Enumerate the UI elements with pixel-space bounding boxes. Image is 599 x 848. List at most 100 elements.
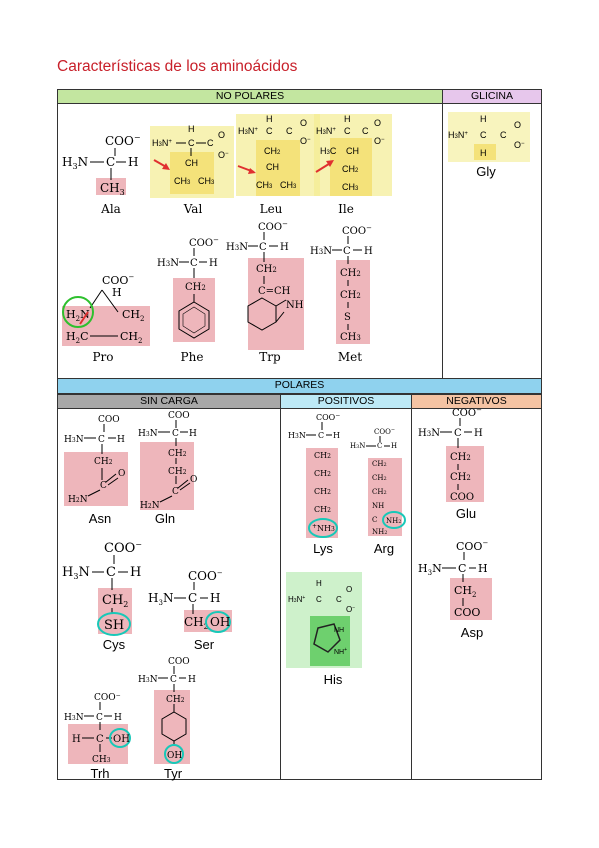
label-glu: Glu	[455, 506, 477, 521]
svg-text:H: H	[112, 286, 122, 299]
svg-text:CH2: CH2	[168, 467, 187, 477]
svg-text:COO−: COO−	[189, 236, 219, 249]
svg-text:H: H	[364, 246, 373, 257]
svg-text:C: C	[343, 246, 351, 257]
svg-text:H: H	[478, 562, 488, 575]
svg-text:CH2: CH2	[264, 146, 281, 156]
svg-text:H3N: H3N	[62, 565, 90, 581]
svg-text:H3N: H3N	[418, 562, 442, 577]
label-lys: Lys	[313, 541, 333, 556]
label-ser: Ser	[193, 637, 215, 652]
svg-text:OH: OH	[210, 615, 230, 629]
structure-met: COO− H3N C H CH2 CH2 S CH3	[310, 224, 373, 344]
svg-text:OH: OH	[167, 751, 182, 761]
label-leu: Leu	[259, 202, 283, 216]
svg-text:OH: OH	[113, 734, 130, 745]
label-phe: Phe	[180, 350, 204, 364]
svg-text:CH2: CH2	[94, 457, 113, 467]
svg-text:H3N+: H3N+	[238, 126, 258, 136]
svg-text:H: H	[344, 114, 351, 124]
svg-text:H3N+: H3N+	[288, 595, 305, 604]
divider-positivos	[280, 409, 281, 780]
svg-text:O: O	[374, 118, 381, 128]
label-ala: Ala	[101, 202, 121, 216]
svg-text:COO−: COO−	[104, 540, 142, 556]
svg-text:O: O	[300, 118, 307, 128]
label-gly: Gly	[476, 164, 496, 179]
svg-text:H3N: H3N	[62, 155, 88, 171]
svg-text:C: C	[190, 258, 198, 269]
svg-text:COO: COO	[168, 657, 190, 667]
svg-text:H3N: H3N	[64, 713, 84, 723]
structure-leu: H H3N+ C C O O− CH2 CH CH3 CH3	[236, 114, 320, 196]
svg-text:O: O	[190, 475, 197, 485]
svg-text:H: H	[130, 565, 141, 580]
svg-text:COO−: COO−	[374, 427, 395, 436]
svg-text:C: C	[454, 428, 462, 439]
svg-text:H3N: H3N	[157, 258, 179, 269]
svg-text:C: C	[170, 675, 177, 685]
label-ile: Ile	[338, 202, 354, 216]
svg-text:CH2: CH2	[185, 282, 206, 293]
svg-text:C: C	[458, 562, 466, 575]
structure-thr: COO− H3N C H H C OH CH3	[64, 692, 131, 765]
svg-text:H: H	[391, 442, 397, 450]
svg-text:C: C	[188, 591, 197, 605]
svg-text:+NH3: +NH3	[312, 523, 335, 533]
svg-text:CH2: CH2	[372, 474, 387, 482]
structure-val: H H3N+ C C O O− CH CH3 CH3	[150, 124, 234, 198]
svg-text:O−: O−	[346, 605, 355, 614]
label-pro: Pro	[92, 350, 114, 364]
svg-text:C=CH: C=CH	[258, 286, 291, 297]
label-trp: Trp	[259, 350, 281, 364]
svg-text:COO: COO	[98, 415, 120, 425]
svg-text:NH: NH	[286, 300, 304, 311]
svg-text:H: H	[188, 675, 196, 685]
svg-text:CH2: CH2	[314, 505, 331, 514]
svg-text:COO−: COO−	[316, 412, 340, 422]
svg-text:H3N: H3N	[418, 428, 440, 439]
svg-text:NH: NH	[372, 502, 384, 510]
svg-text:H: H	[188, 124, 195, 134]
svg-text:NH2: NH2	[386, 517, 401, 525]
svg-text:C: C	[98, 435, 105, 445]
header-negativos: NEGATIVOS	[411, 394, 542, 409]
svg-text:CH2: CH2	[256, 264, 277, 275]
svg-text:O: O	[346, 585, 352, 594]
svg-text:O: O	[218, 130, 225, 140]
svg-text:C: C	[188, 138, 195, 148]
svg-text:C: C	[362, 126, 369, 136]
svg-text:CH3: CH3	[280, 180, 297, 190]
header-polares: POLARES	[57, 378, 542, 394]
svg-text:C: C	[100, 481, 107, 491]
svg-text:NH+: NH+	[334, 647, 347, 656]
svg-text:H2C: H2C	[66, 330, 88, 345]
svg-text:C: C	[344, 126, 351, 136]
svg-text:O: O	[118, 469, 125, 479]
svg-text:S: S	[344, 312, 351, 323]
svg-text:CH2: CH2	[166, 695, 185, 705]
svg-text:COO−: COO−	[102, 273, 134, 287]
svg-text:CH: CH	[346, 146, 359, 156]
svg-text:H3C: H3C	[320, 146, 337, 156]
header-sin-carga: SIN CARGA	[57, 394, 281, 409]
svg-text:C: C	[480, 130, 487, 140]
svg-text:H3N: H3N	[64, 435, 84, 445]
structure-trp: COO− H3N C H CH2 C=CH NH	[226, 220, 304, 350]
svg-text:C: C	[318, 431, 324, 440]
label-thr: Trh	[90, 766, 110, 781]
svg-text:CH2: CH2	[340, 290, 361, 301]
header-no-polares: NO POLARES	[57, 89, 443, 104]
svg-text:CH2: CH2	[168, 449, 187, 459]
svg-text:H: H	[210, 591, 220, 605]
svg-text:CH3: CH3	[342, 182, 359, 192]
svg-text:H: H	[316, 579, 322, 588]
svg-text:CH2: CH2	[372, 460, 387, 468]
svg-text:CH3: CH3	[100, 181, 125, 197]
svg-text:CH: CH	[185, 158, 198, 168]
svg-text:C: C	[172, 429, 179, 439]
svg-text:H3N: H3N	[310, 246, 332, 257]
svg-text:C: C	[106, 565, 116, 580]
svg-text:CH2: CH2	[342, 164, 359, 174]
svg-text:CH3: CH3	[340, 332, 361, 343]
